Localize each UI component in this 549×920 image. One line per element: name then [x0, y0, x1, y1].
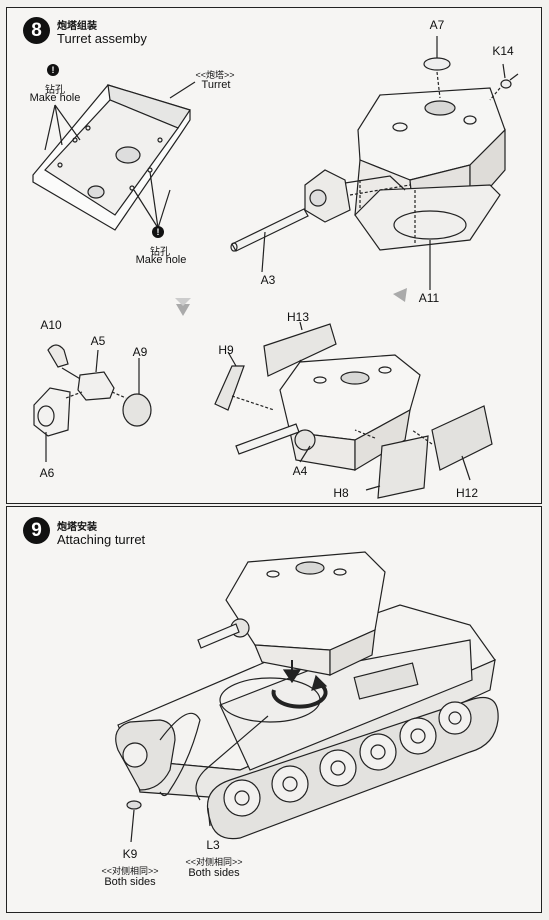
- down-arrow-icon: [393, 288, 407, 302]
- turret-drawing: [198, 552, 385, 675]
- part-label-k9: K9: [122, 847, 138, 861]
- part-label-a11: A11: [418, 291, 440, 305]
- drill-top-zh: 钻孔: [45, 85, 65, 96]
- track-drawing: [116, 698, 498, 839]
- part-label-h12: H12: [455, 486, 479, 500]
- part-label-a6: A6: [39, 466, 55, 480]
- l3-both-sides-en: Both sides: [188, 867, 240, 879]
- step-9-badge: 9: [23, 517, 50, 544]
- a3-barrel-drawing: [231, 209, 308, 272]
- h12-plate-drawing: [412, 406, 492, 480]
- a10-handle-drawing: [48, 345, 82, 380]
- step-8-badge: 8: [23, 17, 50, 44]
- step-9-title-zh: 炮塔安装: [57, 522, 97, 533]
- k9-both-sides-en: Both sides: [104, 876, 156, 888]
- k14-part-drawing: [501, 80, 511, 88]
- turret-assembled-drawing: [236, 355, 420, 470]
- rotate-arrow-icon: [274, 660, 326, 707]
- turret-label-en: Turret: [201, 79, 231, 91]
- drill-bottom-en: Make hole: [135, 254, 187, 266]
- l3-both-sides-zh: <<对侧相同>>: [185, 857, 243, 867]
- k9-both-sides-zh: <<对侧相同>>: [101, 866, 159, 876]
- drill-icon: !: [47, 64, 59, 76]
- step-8-title-en: Turret assemby: [57, 31, 147, 46]
- turret-shell-drawing: [33, 85, 190, 230]
- drill-top-en: Make hole: [29, 92, 81, 104]
- step-8-title-zh: 炮塔组装: [57, 21, 97, 32]
- part-label-a7: A7: [429, 18, 445, 32]
- turret-body-drawing: [355, 88, 505, 250]
- part-label-a10: A10: [40, 318, 62, 332]
- tank-hull-drawing: [118, 605, 495, 800]
- turret-label-zh: <<炮塔>>: [195, 70, 235, 80]
- k9-part-drawing: [127, 801, 141, 809]
- down-arrow-icon: [175, 298, 191, 316]
- part-label-k14: K14: [492, 44, 514, 58]
- part-label-h13: H13: [286, 310, 310, 324]
- part-label-h9: H9: [218, 343, 234, 357]
- a9-part-drawing: [123, 358, 151, 426]
- drill-icon: !: [152, 226, 164, 238]
- part-label-l3: L3: [206, 838, 220, 852]
- a6-bracket-drawing: [34, 388, 82, 462]
- h9-plate-drawing: [215, 352, 274, 410]
- part-label-a9: A9: [132, 345, 148, 359]
- part-label-h8: H8: [333, 486, 349, 500]
- part-label-a5: A5: [90, 334, 106, 348]
- step-9-title-en: Attaching turret: [57, 532, 146, 547]
- h8-plate-drawing: [355, 430, 428, 498]
- a5-part-drawing: [78, 350, 126, 400]
- drill-bottom-zh: 钻孔: [150, 247, 170, 258]
- part-label-a3: A3: [260, 273, 276, 287]
- part-label-a4: A4: [292, 464, 308, 478]
